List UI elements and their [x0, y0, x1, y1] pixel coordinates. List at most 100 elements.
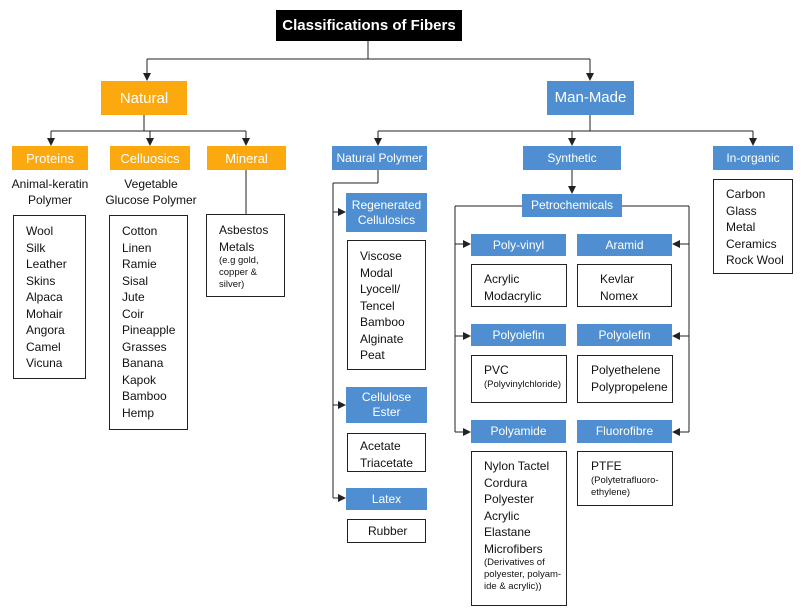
node-label-line: Cellulose — [361, 390, 412, 404]
polyolefin-left-node: Polyolefin — [471, 324, 566, 346]
list-item: Nylon Tactel — [484, 459, 550, 473]
petrochemicals-node: Petrochemicals — [522, 194, 622, 217]
list-item: Silk — [26, 240, 46, 255]
celluosics-subtitle-line: Glucose Polymer — [105, 193, 197, 207]
list-item: Kevlar — [600, 272, 635, 286]
mineral-node: Mineral — [207, 146, 286, 170]
list-note: ethylene) — [591, 486, 631, 498]
celluosics-subtitle: Vegetable Glucose Polymer — [98, 176, 204, 208]
latex-list: Rubber — [347, 519, 426, 543]
mineral-list: Asbestos Metals (e.g gold, copper & silv… — [206, 214, 285, 297]
diagram-title: Classifications of Fibers — [276, 10, 462, 41]
list-item: Banana — [122, 356, 164, 370]
list-item: PTFE — [591, 459, 622, 473]
natural-node: Natural — [101, 81, 187, 115]
regenerated-cellulosics-node: Regenerated Cellulosics — [346, 193, 427, 232]
list-item: Elastane — [484, 525, 531, 539]
list-item: Cordura — [484, 475, 528, 490]
cellulose-ester-node: Cellulose Ester — [346, 387, 427, 423]
list-item: Acrylic — [484, 272, 520, 286]
list-item: Sisal — [122, 273, 149, 288]
list-item: Acetate — [360, 439, 401, 453]
proteins-subtitle: Animal-keratin Polymer — [0, 176, 100, 208]
list-item: Wool — [26, 224, 54, 238]
list-item: Modacrylic — [484, 288, 542, 303]
list-item: Ceramics — [726, 236, 777, 251]
list-item: Grasses — [122, 339, 167, 354]
list-item: Nomex — [600, 288, 639, 303]
cellulose-ester-list: Acetate Triacetate — [347, 433, 426, 472]
list-item: PVC — [484, 363, 509, 377]
list-item: Polyethelene — [591, 363, 661, 377]
proteins-subtitle-line: Animal-keratin — [11, 177, 89, 191]
natural-polymer-node: Natural Polymer — [332, 146, 427, 170]
list-item: Bamboo — [360, 315, 405, 329]
man-made-node: Man-Made — [547, 81, 634, 115]
polyolefin-right-list: Polyethelene Polypropelene — [577, 355, 673, 403]
list-item: Leather — [26, 257, 67, 271]
list-item: Linen — [122, 240, 152, 255]
list-note: silver) — [219, 279, 245, 290]
list-item: Angora — [26, 323, 65, 337]
poly-vinyl-node: Poly-vinyl — [471, 234, 566, 256]
node-label-line: Regenerated — [351, 197, 422, 212]
fluorofibre-node: Fluorofibre — [577, 420, 672, 443]
list-item: Rubber — [368, 524, 408, 538]
list-item: Kapok — [122, 372, 157, 387]
node-label-line: Ester — [372, 405, 401, 419]
list-item: Polyester — [484, 492, 535, 506]
list-item: Carbon — [726, 187, 766, 201]
list-note: ide & acrylic)) — [484, 581, 542, 592]
list-item: Asbestos — [219, 223, 269, 237]
aramid-list: Kevlar Nomex — [577, 264, 672, 307]
list-item: Jute — [122, 290, 145, 304]
list-note: (Polytetrafluoro- — [591, 474, 659, 486]
list-item: Polypropelene — [591, 379, 668, 394]
celluosics-list: Cotton Linen Ramie Sisal Jute Coir Pinea… — [109, 215, 188, 430]
list-item: Metal — [726, 220, 756, 234]
synthetic-node: Synthetic — [523, 146, 621, 170]
list-item: Microfibers — [484, 541, 543, 556]
fluorofibre-list: PTFE (Polytetrafluoro- ethylene) — [577, 451, 673, 506]
list-item: Alginate — [360, 331, 404, 346]
list-item: Rock Wool — [726, 253, 784, 267]
proteins-subtitle-line: Polymer — [27, 193, 72, 207]
list-item: Modal — [360, 265, 393, 280]
polyolefin-right-node: Polyolefin — [577, 324, 672, 346]
list-item: Pineapple — [122, 323, 176, 337]
list-note: (Derivatives of — [484, 557, 545, 568]
list-item: Cotton — [122, 224, 158, 238]
inorganic-list: Carbon Glass Metal Ceramics Rock Wool — [713, 179, 793, 274]
list-note: (Polyvinylchloride) — [484, 378, 562, 390]
polyamide-node: Polyamide — [471, 420, 566, 443]
proteins-list: Wool Silk Leather Skins Alpaca Mohair An… — [13, 215, 86, 379]
celluosics-node: Celluosics — [110, 146, 190, 170]
inorganic-node: In-organic — [713, 146, 793, 170]
list-item: Skins — [26, 273, 56, 288]
list-item: Coir — [122, 306, 145, 321]
polyamide-list: Nylon Tactel Cordura Polyester Acrylic E… — [471, 451, 567, 606]
list-item: Vicuna — [26, 356, 63, 370]
poly-vinyl-list: Acrylic Modacrylic — [471, 264, 567, 307]
proteins-node: Proteins — [12, 146, 88, 170]
list-item: Metals — [219, 239, 255, 254]
aramid-node: Aramid — [577, 234, 672, 256]
list-note: polyester, polyam- — [484, 569, 562, 580]
list-item: Hemp — [122, 405, 155, 420]
polyolefin-left-list: PVC (Polyvinylchloride) — [471, 355, 567, 403]
list-item: Viscose — [360, 249, 402, 263]
list-item: Tencel — [360, 298, 395, 313]
list-note: copper & — [219, 267, 258, 278]
list-note: (e.g gold, — [219, 255, 259, 266]
celluosics-subtitle-line: Vegetable — [124, 177, 178, 191]
list-item: Bamboo — [122, 389, 167, 403]
list-item: Peat — [360, 348, 385, 362]
list-item: Triacetate — [360, 455, 413, 470]
node-label-line: Cellulosics — [357, 212, 416, 227]
list-item: Mohair — [26, 306, 63, 321]
latex-node: Latex — [346, 488, 427, 510]
list-item: Glass — [726, 203, 757, 218]
list-item: Lyocell/ — [360, 282, 401, 296]
